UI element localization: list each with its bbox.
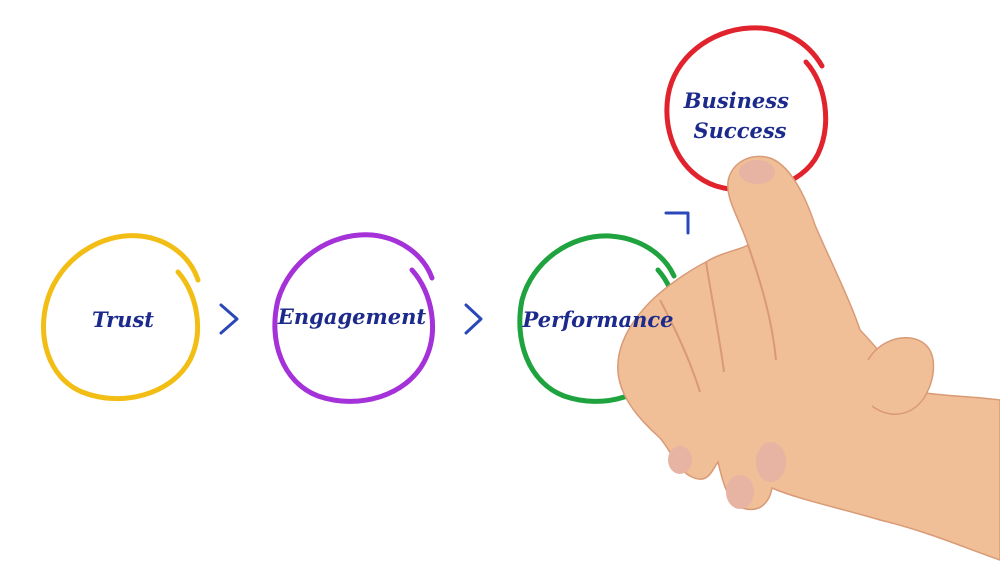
node-trust: Trust xyxy=(40,233,201,402)
chevron-right-icon xyxy=(219,303,239,335)
chevron-up-right-icon xyxy=(664,211,690,235)
hand-thumb xyxy=(867,337,935,415)
node-label-engagement: Engagement xyxy=(277,304,426,329)
business-success-circle xyxy=(664,25,829,194)
node-business-success: Business Success xyxy=(664,25,829,194)
hand-finger-crease xyxy=(705,261,725,373)
chevron-right-icon xyxy=(464,303,483,335)
node-engagement: Engagement xyxy=(272,232,436,404)
engagement-circle xyxy=(272,232,436,404)
hand-palm xyxy=(617,155,1000,561)
node-label-performance: Performance xyxy=(522,307,674,332)
node-label-business: Business xyxy=(683,88,789,113)
hand-finger-crease xyxy=(747,244,777,361)
fingernail xyxy=(726,475,754,509)
hand-finger-crease xyxy=(659,299,701,393)
fingernail xyxy=(668,446,692,474)
fingernail xyxy=(756,442,786,482)
node-label-business-success: Business Success xyxy=(683,88,796,143)
pointing-hand-icon xyxy=(617,155,1000,561)
node-label-success: Success xyxy=(693,118,786,143)
fingernail xyxy=(739,160,775,184)
trust-circle xyxy=(40,233,201,402)
node-label-trust: Trust xyxy=(92,307,154,332)
